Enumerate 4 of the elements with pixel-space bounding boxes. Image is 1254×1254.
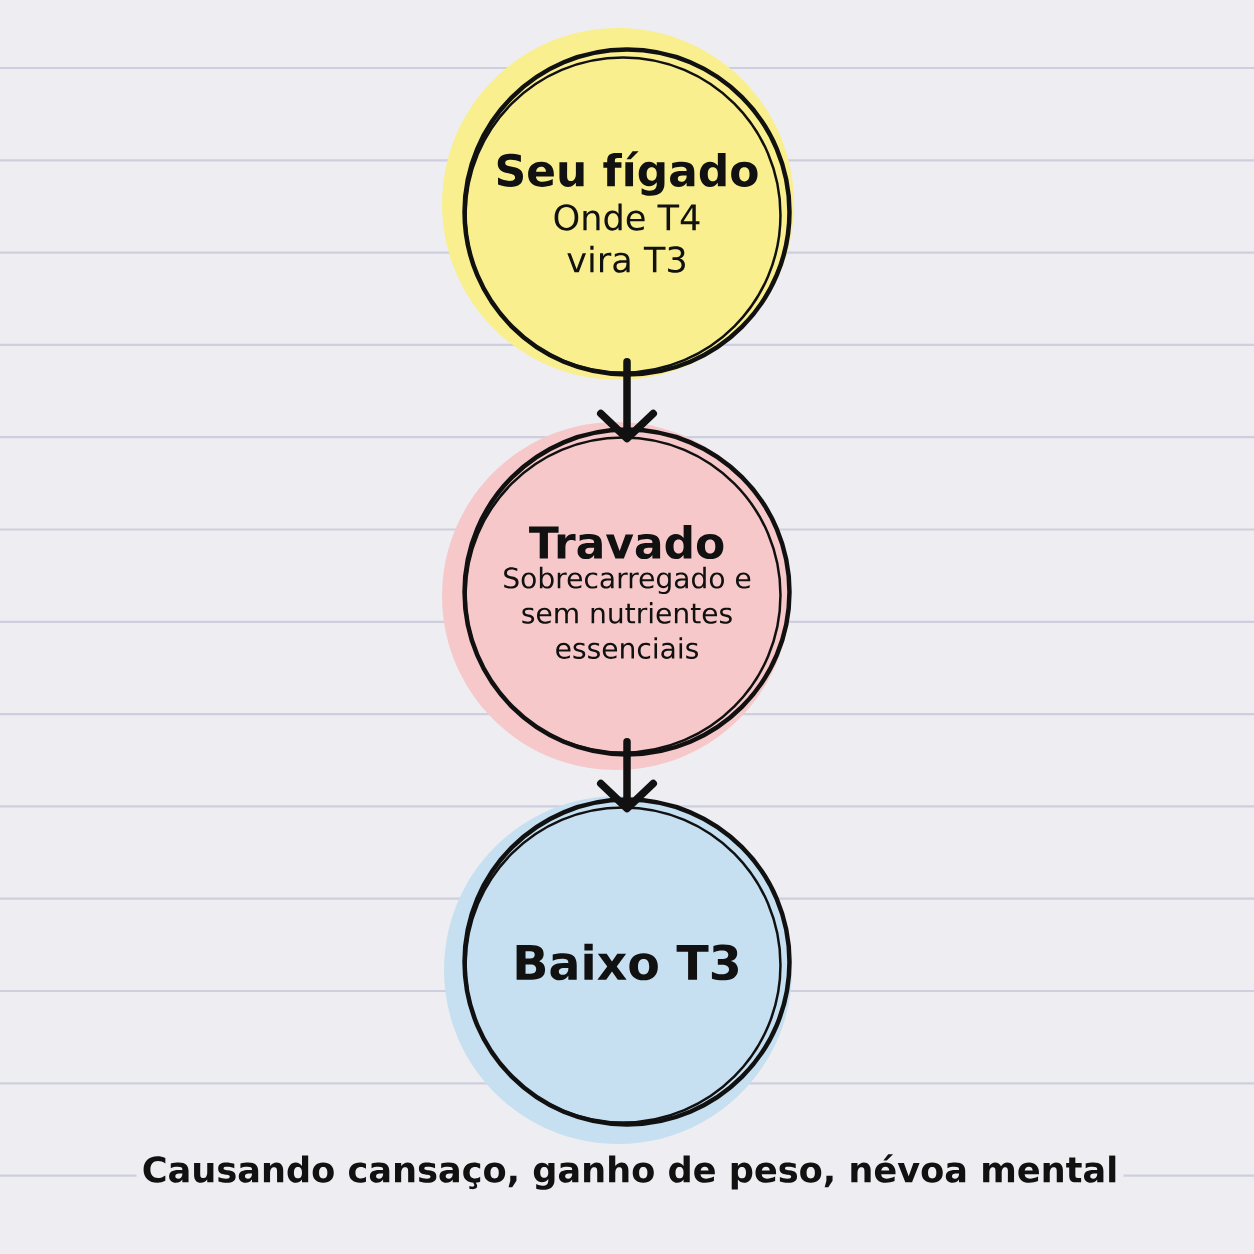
circle-node: Seu fígado Onde T4 vira T3 [442, 28, 794, 380]
circle-node: Baixo T3 [444, 796, 792, 1144]
caption: Causando cansaço, ganho de peso, névoa mental [136, 1148, 1124, 1196]
circle-node: Travado Sobrecarregado e sem nutrientes essenciais [442, 422, 792, 770]
